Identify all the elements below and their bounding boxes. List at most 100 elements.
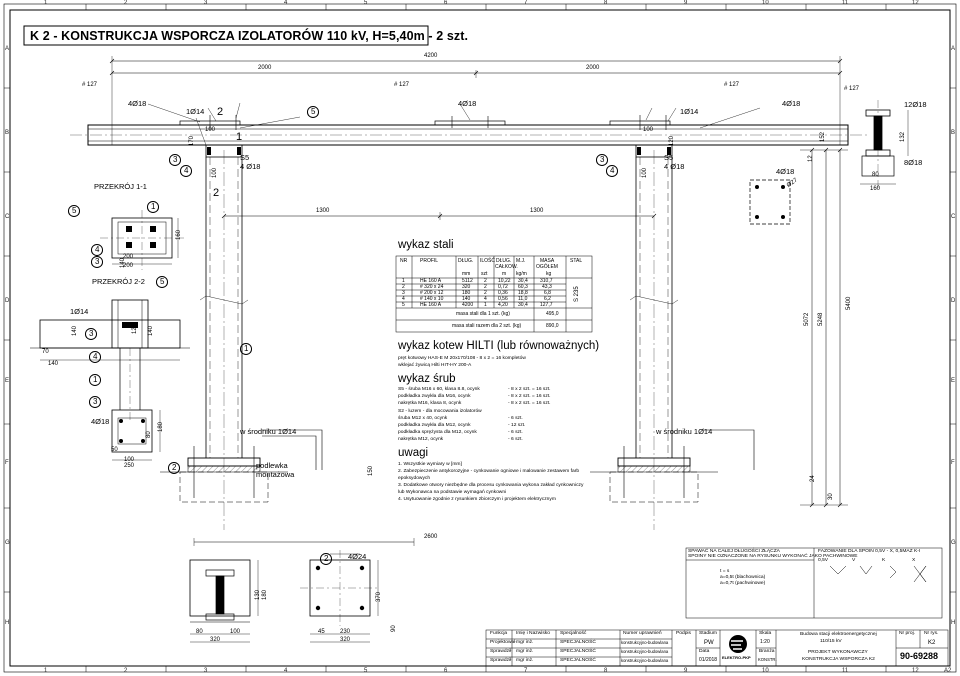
tb-c2-3: mgr inż. xyxy=(516,658,534,663)
th-qty: ILOŚĆ xyxy=(480,258,496,264)
sheet-size: A2 xyxy=(944,668,952,674)
dim-140-d: 140 xyxy=(120,257,126,268)
row2-unit: 60,3 xyxy=(518,284,528,290)
anchors-heading: wykaz kotew HILTI (lub równoważnych) xyxy=(398,340,600,352)
row4-qty: 4 xyxy=(484,296,487,302)
dim-80: 80 xyxy=(872,172,879,178)
dim-320-b: 320 xyxy=(340,637,351,643)
item-1-top: 1 xyxy=(236,131,243,143)
dim-120: 120 xyxy=(669,135,675,146)
tb-doc-no: 90-69288 xyxy=(900,651,939,661)
tb-c4-3: konstrukcyjno-budowlana xyxy=(621,658,669,663)
grid-row-b-right: B xyxy=(951,130,956,136)
dim-100-c: 100 xyxy=(212,167,218,178)
row5-unit: 30,4 xyxy=(518,302,528,308)
weld-legend-box xyxy=(685,547,943,619)
item-4-right: 4 xyxy=(606,165,619,177)
section-2-2 xyxy=(30,299,190,420)
note-line-6: 4. Usytuowanie zgodnie z rysunkiem zbior… xyxy=(398,497,556,502)
grid-ticks xyxy=(4,4,956,672)
tb-c1-0: Funkcja xyxy=(490,631,508,636)
item-1-column: 1 xyxy=(240,343,253,355)
item-5-main: 5 xyxy=(307,106,320,118)
row4-mass: 6,2 xyxy=(544,296,551,302)
weld-leg-t: t = s xyxy=(720,569,730,574)
th-ogolem: OGÓŁEM xyxy=(536,264,558,270)
bolt-qty-2: - 8 x 2 szt. = 16 szt. xyxy=(508,394,551,399)
grid-row-c-right: C xyxy=(951,214,956,220)
grid-col-6-bottom: 6 xyxy=(444,668,448,674)
dim-1300-right: 1300 xyxy=(530,208,544,214)
end-detail xyxy=(749,100,909,225)
row3-total: 0,36 xyxy=(498,290,508,296)
grid-col-11-bottom: 11 xyxy=(842,668,849,674)
weld-sym-d: X xyxy=(912,558,916,563)
dim-5248: 5248 xyxy=(818,312,824,326)
anchors-line-1: pręt kotwowy HAS-E M 20x170/108 - 8 x 2 … xyxy=(398,356,526,361)
dim-170: 170 xyxy=(189,135,195,146)
row5-nr: 5 xyxy=(402,302,405,308)
row5-mass: 127,7 xyxy=(540,302,553,308)
tb-c4-0: Numer uprawnień xyxy=(623,631,662,636)
label-hash127-d: # 127 xyxy=(844,86,860,92)
dim-120-b: 120 xyxy=(132,323,138,334)
tb-c3-2: SPECJALNOŚĆ xyxy=(560,649,596,654)
dim-90: 90 xyxy=(391,625,397,632)
th-nr: NR xyxy=(400,258,408,264)
dim-80-b: 80 xyxy=(146,431,152,438)
bolt-line-8: nakrętka M12, ocynk xyxy=(398,437,444,442)
th-szt: szt xyxy=(481,271,488,277)
tb-branza-label: Branża xyxy=(759,649,775,654)
row4-profile: # 140 x 10 xyxy=(420,296,444,302)
grid-col-12: 12 xyxy=(912,0,919,6)
tb-proj-4: KONSTRUKCJA WSPORCZA K2 xyxy=(802,657,875,662)
foot-detail xyxy=(189,538,415,643)
label-section-1-1: PRZEKRÓJ 1-1 xyxy=(94,182,147,191)
tb-c3-0: Specjalność xyxy=(560,631,587,636)
steel-list-heading: wykaz stali xyxy=(398,239,454,251)
label-1o14-c: 1Ø14 xyxy=(70,307,89,316)
dim-140-b: 140 xyxy=(72,325,78,336)
th-steel: STAL xyxy=(570,258,583,264)
row1-unit: 30,4 xyxy=(518,278,528,284)
sum2-label: masa stali razem dla 2 szt. (kg) xyxy=(452,323,522,329)
label-s5-a-bolts: 4 Ø18 xyxy=(240,162,261,171)
dim-50: 50 xyxy=(111,447,118,453)
dim-250: 250 xyxy=(124,463,135,469)
grid-row-e-right: E xyxy=(951,378,956,384)
weld-leg-a: a=0,5t (blachownica) xyxy=(720,575,766,580)
grid-col-9-bottom: 9 xyxy=(684,668,688,674)
dim-24: 24 xyxy=(810,475,816,482)
row2-len: 320 xyxy=(462,284,471,290)
sum1-value: 495,0 xyxy=(546,311,559,317)
bolt-qty-3: - 8 x 2 szt. = 16 szt. xyxy=(508,401,551,406)
th-mm: mm xyxy=(462,271,471,277)
bolt-qty-6: - 12 szt. xyxy=(508,423,526,428)
label-hash127-c: # 127 xyxy=(724,82,740,88)
row4-unit: 11,0 xyxy=(518,296,528,302)
label-4o18-c: 4Ø18 xyxy=(782,99,801,108)
th-profile: PROFIL xyxy=(420,258,439,264)
tb-branza: KONSTR. xyxy=(758,657,777,662)
dim-200-a: 200 xyxy=(123,254,134,260)
note-line-2: 2. Zabezpieczenie antykorozyjne - cynkow… xyxy=(398,469,580,474)
section-1-1 xyxy=(100,210,184,270)
note-line-5: lub Wykonawca na podstawie wymagań cynko… xyxy=(398,490,507,495)
row3-profile: # 200 x 12 xyxy=(420,290,444,296)
row1-qty: 2 xyxy=(484,278,487,284)
company-logo xyxy=(729,635,747,653)
dim-130: 130 xyxy=(255,589,261,600)
dim-5072: 5072 xyxy=(804,312,810,326)
dim-132: 132 xyxy=(900,131,906,142)
row4-len: 140 xyxy=(462,296,471,302)
grid-col-3: 3 xyxy=(204,0,208,6)
label-4o24: 4Ø24 xyxy=(348,552,367,561)
dim-30: 30 xyxy=(828,493,834,500)
grid-col-2-bottom: 2 xyxy=(124,668,128,674)
title-box xyxy=(23,25,429,46)
grid-row-g: G xyxy=(5,540,10,546)
label-web-bolt-left: w środniku 1Ø14 xyxy=(240,427,297,436)
tb-nrproj-label: Nr proj. xyxy=(899,631,916,636)
grid-col-11: 11 xyxy=(842,0,849,6)
